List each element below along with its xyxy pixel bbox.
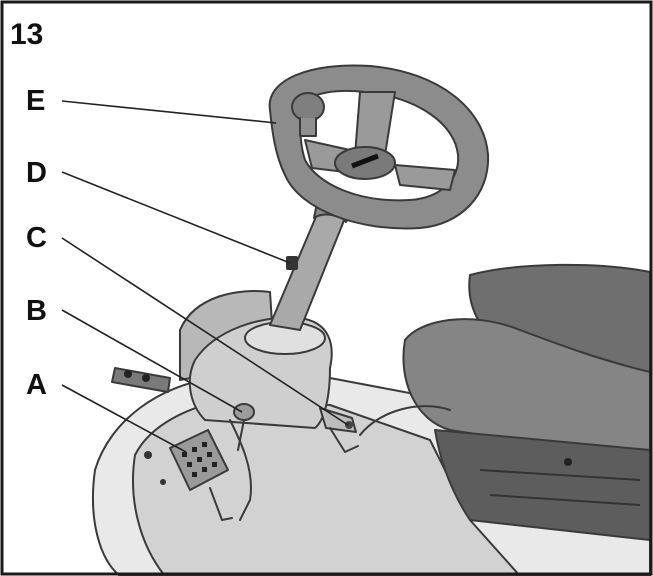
screw	[144, 451, 152, 459]
figure-number: 13	[10, 18, 43, 51]
callout-c: C	[26, 222, 47, 254]
rear-fender	[359, 405, 451, 436]
leader-a	[61, 384, 187, 453]
callout-b: B	[26, 295, 47, 327]
lever-d	[286, 256, 298, 270]
knob-b	[233, 403, 255, 451]
pedal-linkage	[229, 419, 252, 521]
lever-c	[319, 407, 359, 453]
callout-d: D	[26, 157, 47, 189]
leader-b	[61, 309, 243, 413]
side-bracket	[111, 367, 171, 393]
seat	[402, 263, 651, 541]
leader-e	[61, 100, 277, 124]
steering-wheel	[268, 64, 490, 230]
leader-d	[61, 171, 291, 264]
steering-shaft	[269, 211, 346, 331]
screw	[160, 479, 166, 485]
leader-c	[61, 237, 349, 426]
steering-knob	[291, 92, 325, 137]
callout-e: E	[26, 85, 45, 117]
pedal-a	[169, 429, 233, 521]
callout-a: A	[26, 369, 47, 401]
